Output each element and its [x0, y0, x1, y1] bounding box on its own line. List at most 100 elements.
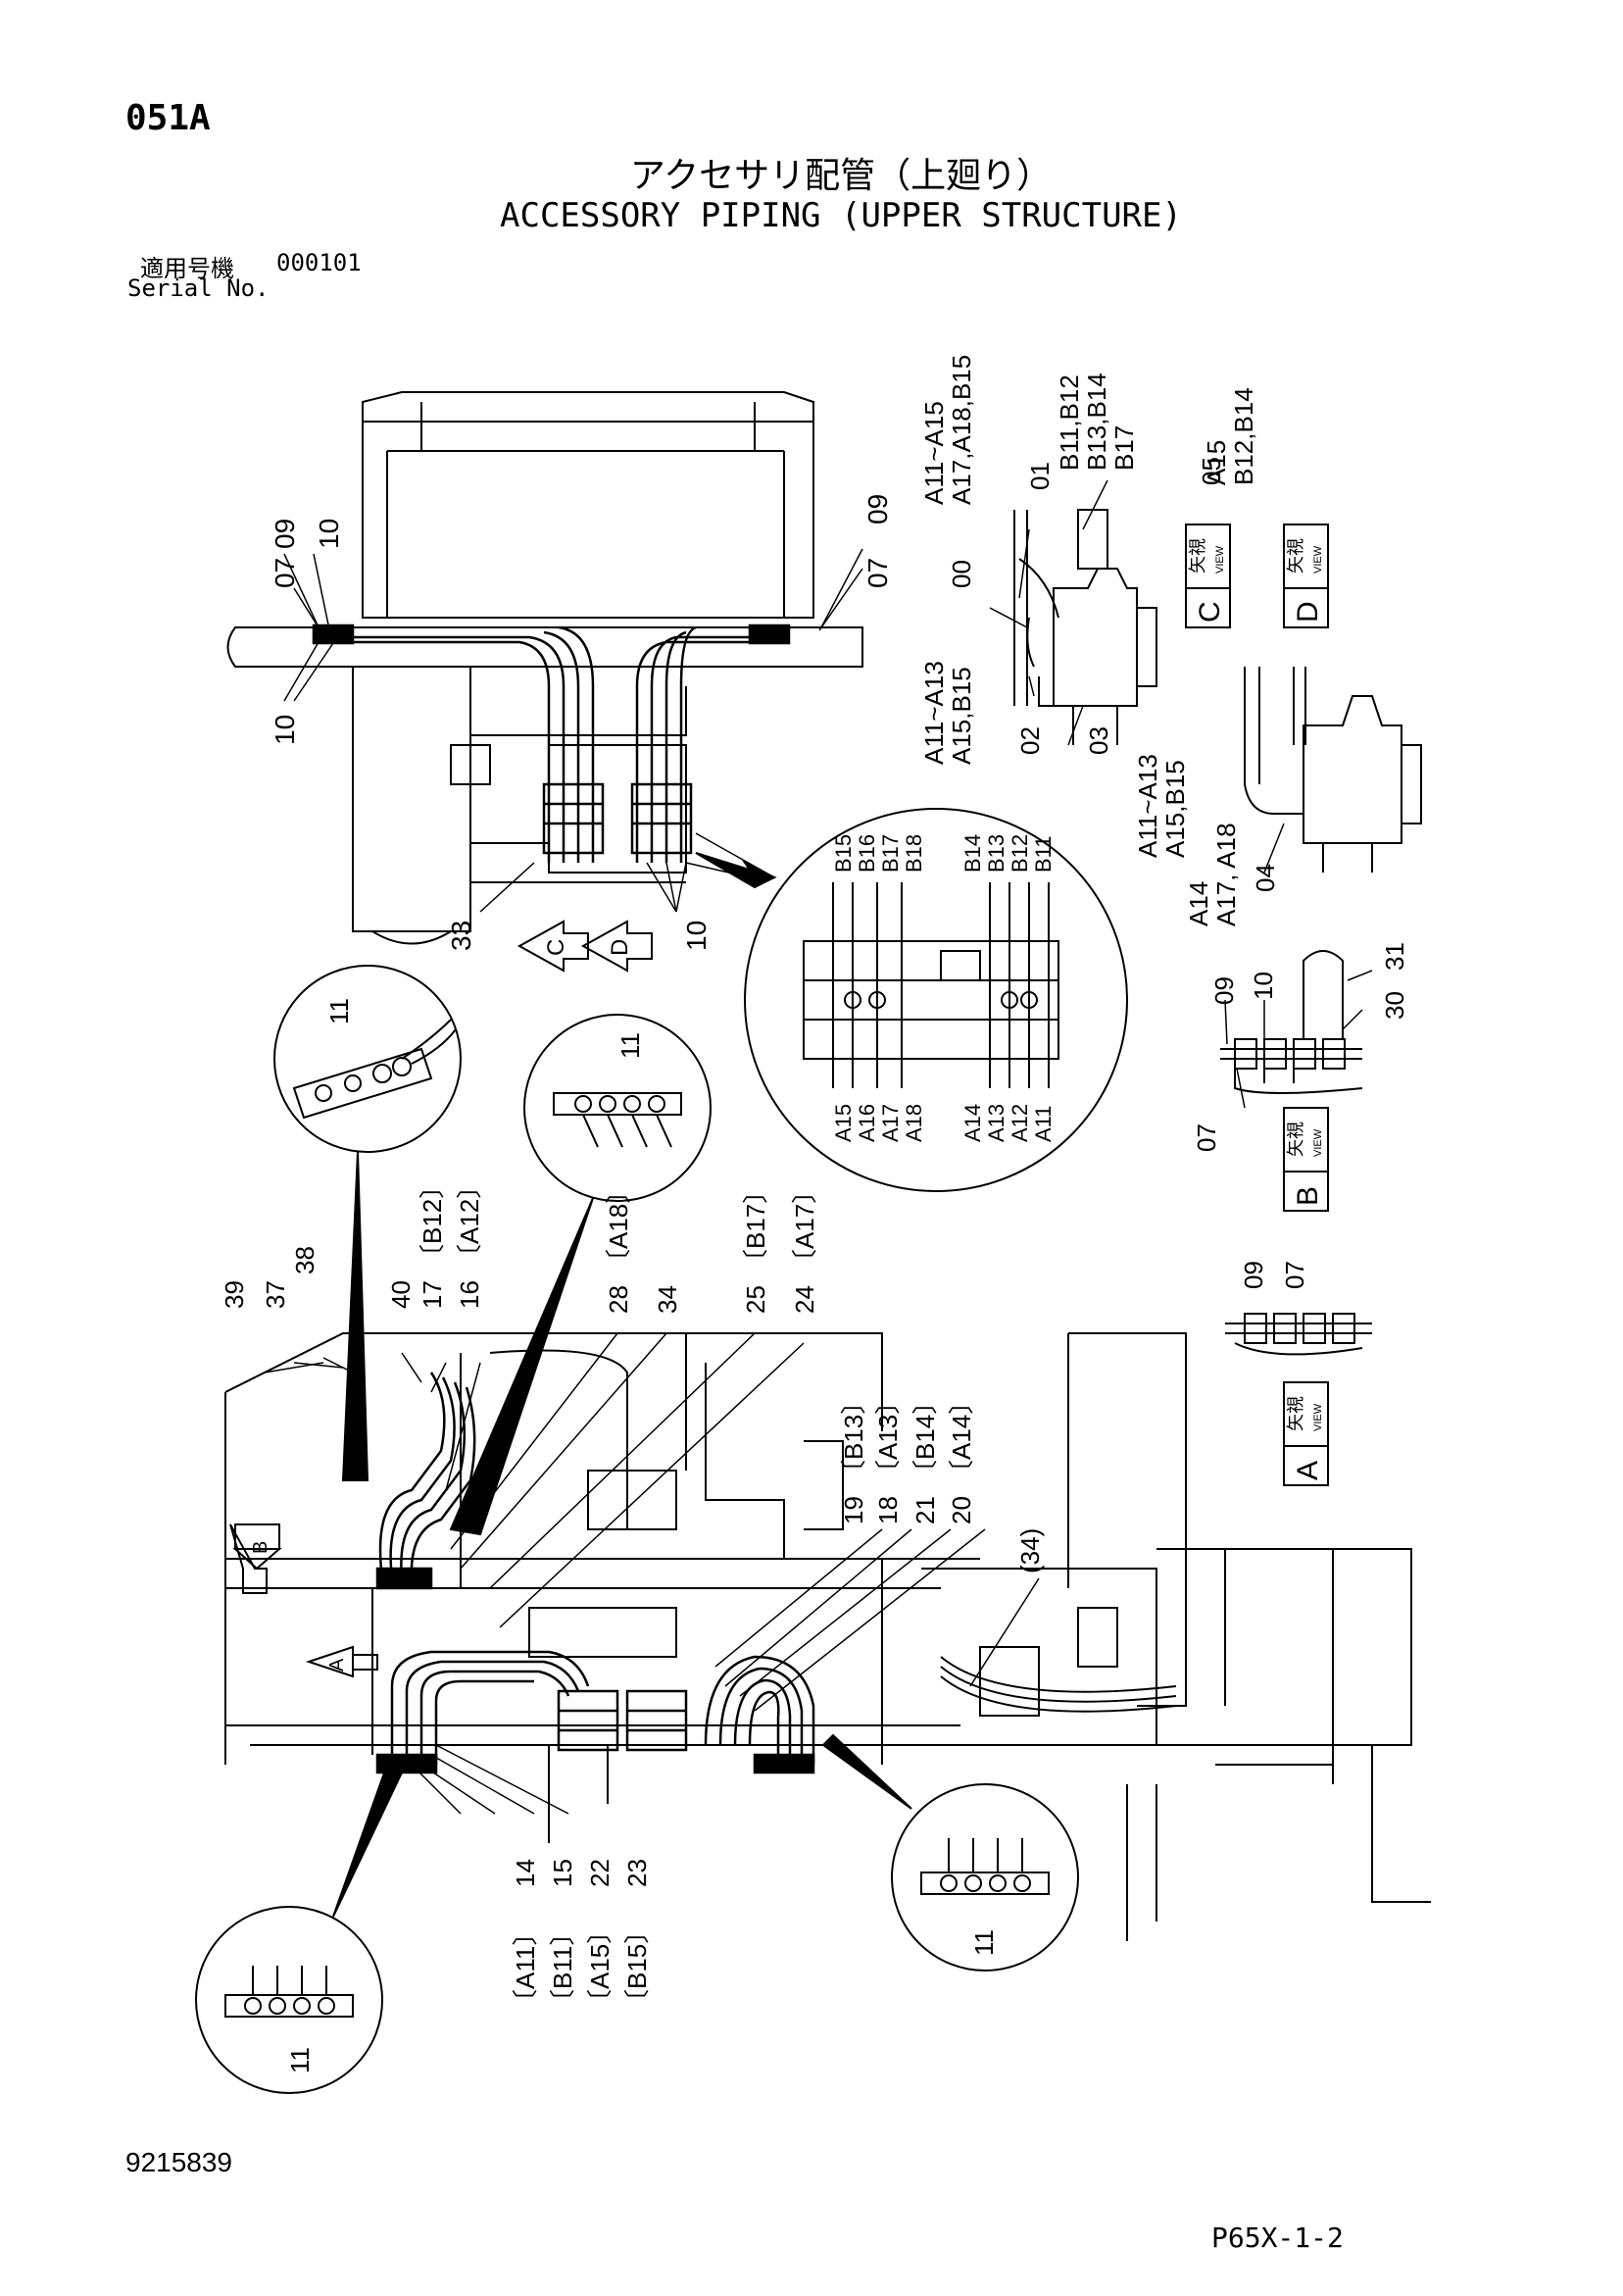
label-16-code: 〔A12〕: [455, 1173, 484, 1270]
view-d-box: [1283, 524, 1329, 628]
view-b-31: 31: [1380, 942, 1409, 971]
label-21-code: 〔B14〕: [910, 1389, 940, 1485]
label-17: 17: [418, 1280, 447, 1309]
label-40: 40: [386, 1280, 416, 1309]
view-c-box: [1185, 524, 1231, 628]
label-23: 23: [622, 1859, 652, 1887]
main-view-bottom-labels: 14 〔A11〕 15 〔B11〕 22 〔A15〕 23 〔B15〕 B A: [250, 1541, 652, 2015]
view-c-bracket-1a: A11~A15: [919, 401, 949, 505]
view-b-labels: 09 10 31 30 07 矢視 VIEW B: [1192, 942, 1409, 1206]
label-14-code: 〔A11〕: [511, 1921, 540, 2015]
top-view-frame: [226, 391, 863, 945]
view-a-ja: 矢視: [1286, 1396, 1305, 1431]
label-34-paren: (34): [1015, 1528, 1045, 1573]
view-b-10: 10: [1249, 972, 1278, 1000]
label-19-code: 〔B13〕: [839, 1389, 868, 1485]
detail-bottom-0: A15: [831, 1104, 856, 1142]
view-c-ja: 矢視: [1188, 538, 1207, 574]
serial-label-japanese: 適用号機: [140, 255, 234, 282]
small-circle-4-pointer: [821, 1733, 912, 1810]
detail-bottom-3: A18: [902, 1104, 926, 1142]
label-10-left: 10: [314, 519, 344, 549]
label-22: 22: [585, 1859, 615, 1887]
view-d-bracket-a: A15: [1202, 440, 1231, 485]
view-c-valve: [1013, 509, 1157, 745]
label-22-code: 〔A15〕: [585, 1919, 615, 2015]
label-33: 33: [446, 921, 476, 951]
small-circle-1: [273, 965, 462, 1153]
main-arrow-b-letter: B: [250, 1541, 271, 1554]
view-a-labels: 09 07 矢視 VIEW A: [1239, 1261, 1324, 1480]
top-view-labels: 09 10 07 10 09 07 33 10 C D: [270, 494, 893, 956]
small-circle-4: [891, 1783, 1079, 1972]
label-07-left: 07: [270, 558, 300, 588]
view-c-part-03: 03: [1084, 726, 1113, 755]
small-circle-3-internals: [224, 1966, 354, 2018]
view-b-30: 30: [1380, 991, 1409, 1020]
view-d-en: VIEW: [1312, 545, 1324, 574]
view-a-07: 07: [1280, 1261, 1309, 1289]
view-c-bracket-4a: A11~A13: [1133, 754, 1162, 858]
label-24-code: 〔A17〕: [790, 1178, 819, 1274]
label-16: 16: [455, 1280, 484, 1309]
main-arrow-b-shape: [229, 1523, 282, 1594]
view-b-box: [1283, 1107, 1329, 1212]
detail-circle-internals: [803, 882, 1059, 1088]
main-view-hoses: [375, 1372, 815, 1774]
view-b-leaders: [1224, 970, 1373, 1109]
view-b-07: 07: [1192, 1123, 1221, 1152]
serial-value: 000101: [276, 249, 362, 276]
view-c-bracket-1b: A17,A18,B15: [947, 355, 976, 505]
title-japanese: アクセサリ配管（上廻り）: [629, 156, 1053, 196]
small-circle-2-internals: [553, 1092, 682, 1148]
circle-4-label: 11: [969, 1929, 999, 1956]
label-23-code: 〔B15〕: [622, 1919, 652, 2015]
view-d-ja: 矢視: [1286, 538, 1305, 574]
small-circle-1-internals: [292, 1019, 457, 1120]
label-10-lower-left: 10: [270, 715, 300, 745]
small-circle-4-internals: [920, 1838, 1050, 1895]
view-c-en: VIEW: [1214, 545, 1226, 574]
small-circle-labels: 11 11 11 11: [285, 998, 999, 2073]
detail-top-2: B17: [878, 834, 903, 873]
arrow-d-shape: [580, 920, 653, 973]
view-a-09: 09: [1239, 1261, 1268, 1289]
label-38: 38: [290, 1246, 320, 1274]
detail-top-1: B16: [855, 834, 879, 873]
view-b-09: 09: [1209, 976, 1239, 1005]
view-b-letter: B: [1292, 1186, 1324, 1206]
label-18: 18: [873, 1496, 903, 1524]
main-arrow-a-letter: A: [326, 1658, 348, 1672]
view-b-en: VIEW: [1312, 1128, 1324, 1157]
view-c-bracket-2b: B13,B14: [1082, 373, 1111, 471]
view-a-fittings: [1225, 1313, 1372, 1356]
drawing-number: 9215839: [125, 2147, 233, 2177]
detail-circle-pointer: [695, 852, 777, 889]
top-view-hoses: [312, 624, 791, 863]
view-d-bracket-b: B12,B14: [1229, 387, 1258, 485]
view-a-en: VIEW: [1312, 1403, 1324, 1431]
view-c-bracket-3b: A15,B15: [947, 667, 976, 765]
view-b-ja: 矢視: [1286, 1122, 1305, 1157]
small-circle-1-pointer: [341, 1151, 369, 1481]
detail-bottom-6: A12: [1008, 1104, 1032, 1142]
view-d-part-04: 04: [1251, 864, 1280, 892]
view-c-leaders: [989, 479, 1108, 746]
main-arrow-a-shape: [305, 1645, 378, 1678]
label-20: 20: [947, 1496, 976, 1524]
label-15: 15: [548, 1859, 577, 1887]
label-39: 39: [220, 1280, 249, 1309]
view-c-part-02: 02: [1015, 726, 1045, 755]
label-09-right: 09: [862, 494, 893, 524]
label-18-code: 〔A13〕: [873, 1389, 903, 1485]
label-19: 19: [839, 1496, 868, 1524]
label-20-code: 〔A14〕: [947, 1389, 976, 1485]
detail-bottom-7: A11: [1031, 1105, 1056, 1142]
view-d-labels: A15 B12,B14 矢視 VIEW D 04 A14 A17, A18: [1184, 387, 1324, 926]
view-d-bracket-d: A17, A18: [1211, 823, 1241, 926]
view-c-bracket-3a: A11~A13: [919, 661, 949, 765]
label-25-code: 〔B17〕: [741, 1178, 770, 1274]
arrow-d-letter: D: [607, 939, 633, 956]
small-circle-3: [195, 1906, 383, 2094]
main-view-frame-right: [921, 1332, 1431, 1941]
